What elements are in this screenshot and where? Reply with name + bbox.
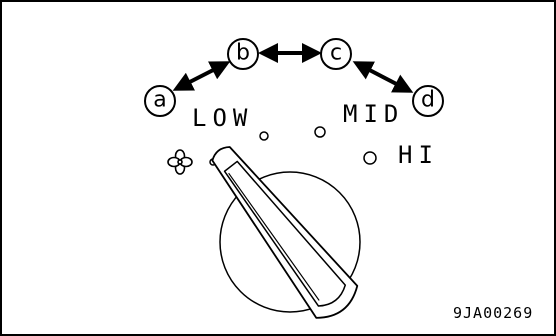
- position-c-label: c: [330, 41, 342, 66]
- label-hi: HI: [398, 141, 439, 169]
- knob-grip-inner: [223, 160, 347, 307]
- position-a-circle: [144, 85, 176, 117]
- position-c: c: [320, 38, 352, 70]
- position-d: d: [412, 85, 444, 117]
- position-a-label: a: [153, 88, 166, 113]
- label-mid: MID: [343, 100, 404, 128]
- detent-dot-mid: [314, 126, 326, 138]
- detent-dot-hi: [363, 151, 377, 165]
- knob-grip-line: [228, 172, 320, 301]
- fan-speed-knob: [211, 146, 361, 319]
- position-b: b: [227, 38, 259, 70]
- position-a: a: [144, 85, 176, 117]
- fan-icon: [167, 149, 193, 175]
- position-d-label: d: [421, 88, 435, 113]
- detent-dot-low: [259, 131, 269, 141]
- arrow-c-d: [352, 61, 414, 93]
- figure-id: 9JA00269: [453, 304, 533, 322]
- position-d-circle: [412, 85, 444, 117]
- position-b-label: b: [236, 41, 250, 66]
- label-low: LOW: [192, 104, 253, 132]
- arrow-a-b: [172, 61, 231, 91]
